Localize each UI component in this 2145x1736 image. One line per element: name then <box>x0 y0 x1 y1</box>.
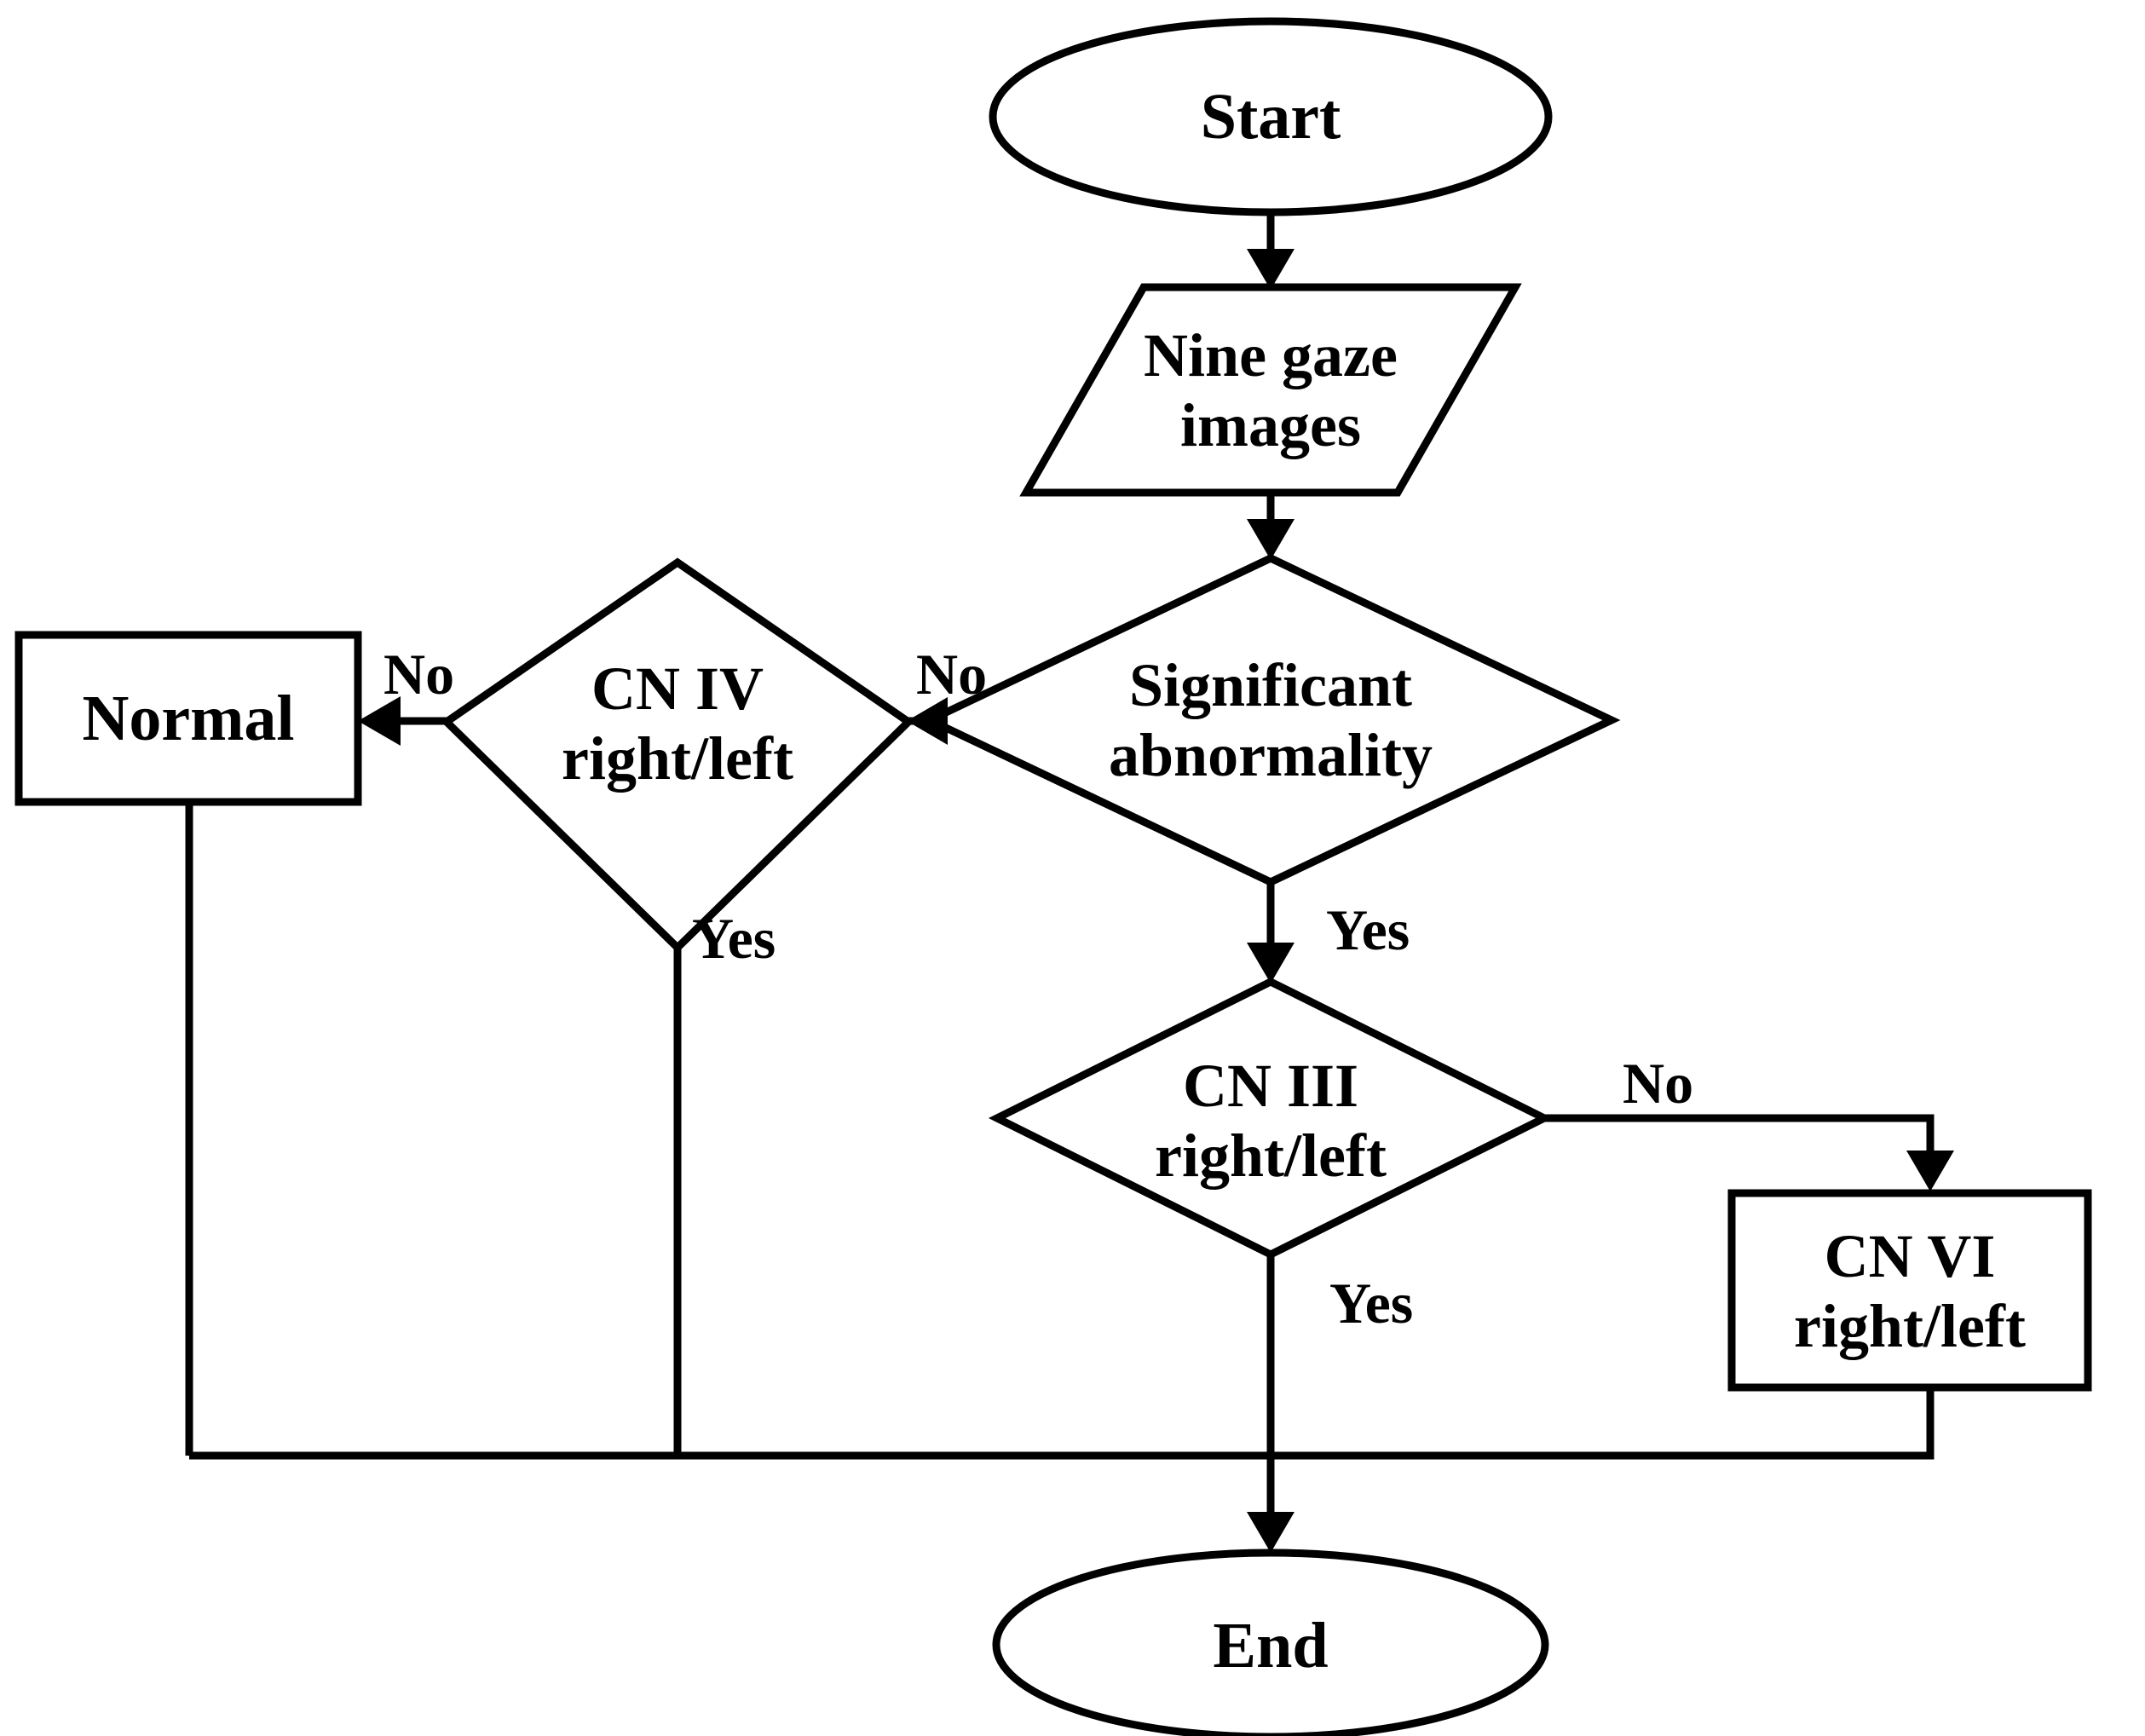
edge-label-cn3-no: No <box>1623 1051 1694 1116</box>
start-node-shape[interactable] <box>989 17 1553 216</box>
arrowhead-to-end <box>1247 1512 1294 1553</box>
edge-label-abnormality-yes: Yes <box>1326 897 1410 962</box>
arrowhead-start-to-images <box>1247 249 1294 290</box>
edge-merge-bus <box>189 1387 1935 1460</box>
cn4-node-shape[interactable] <box>440 557 915 954</box>
arrowhead-abnormality-to-cn4 <box>907 697 948 745</box>
edge-label-cn3-yes: Yes <box>1329 1271 1414 1335</box>
cn3-node-shape[interactable] <box>988 977 1554 1260</box>
arrowhead-cn3-to-cn6 <box>1906 1151 1954 1191</box>
arrowhead-abnormality-to-cn3 <box>1247 943 1294 983</box>
edge-cn3-no <box>1544 1114 1935 1169</box>
significant-abnormality-node-shape[interactable] <box>920 554 1621 886</box>
cn6-node-shape[interactable] <box>1727 1189 2092 1392</box>
end-node-shape[interactable] <box>992 1549 1549 1736</box>
edge-label-abnormality-no: No <box>916 642 988 707</box>
edge-label-cn4-yes: Yes <box>692 906 776 971</box>
edge-label-cn4-no: No <box>383 642 455 707</box>
normal-node-shape[interactable] <box>14 631 362 806</box>
arrowhead-images-to-abnormality <box>1247 519 1294 560</box>
arrowhead-cn4-to-normal <box>358 696 401 746</box>
nine-gaze-images-node-shape[interactable] <box>1019 283 1522 497</box>
